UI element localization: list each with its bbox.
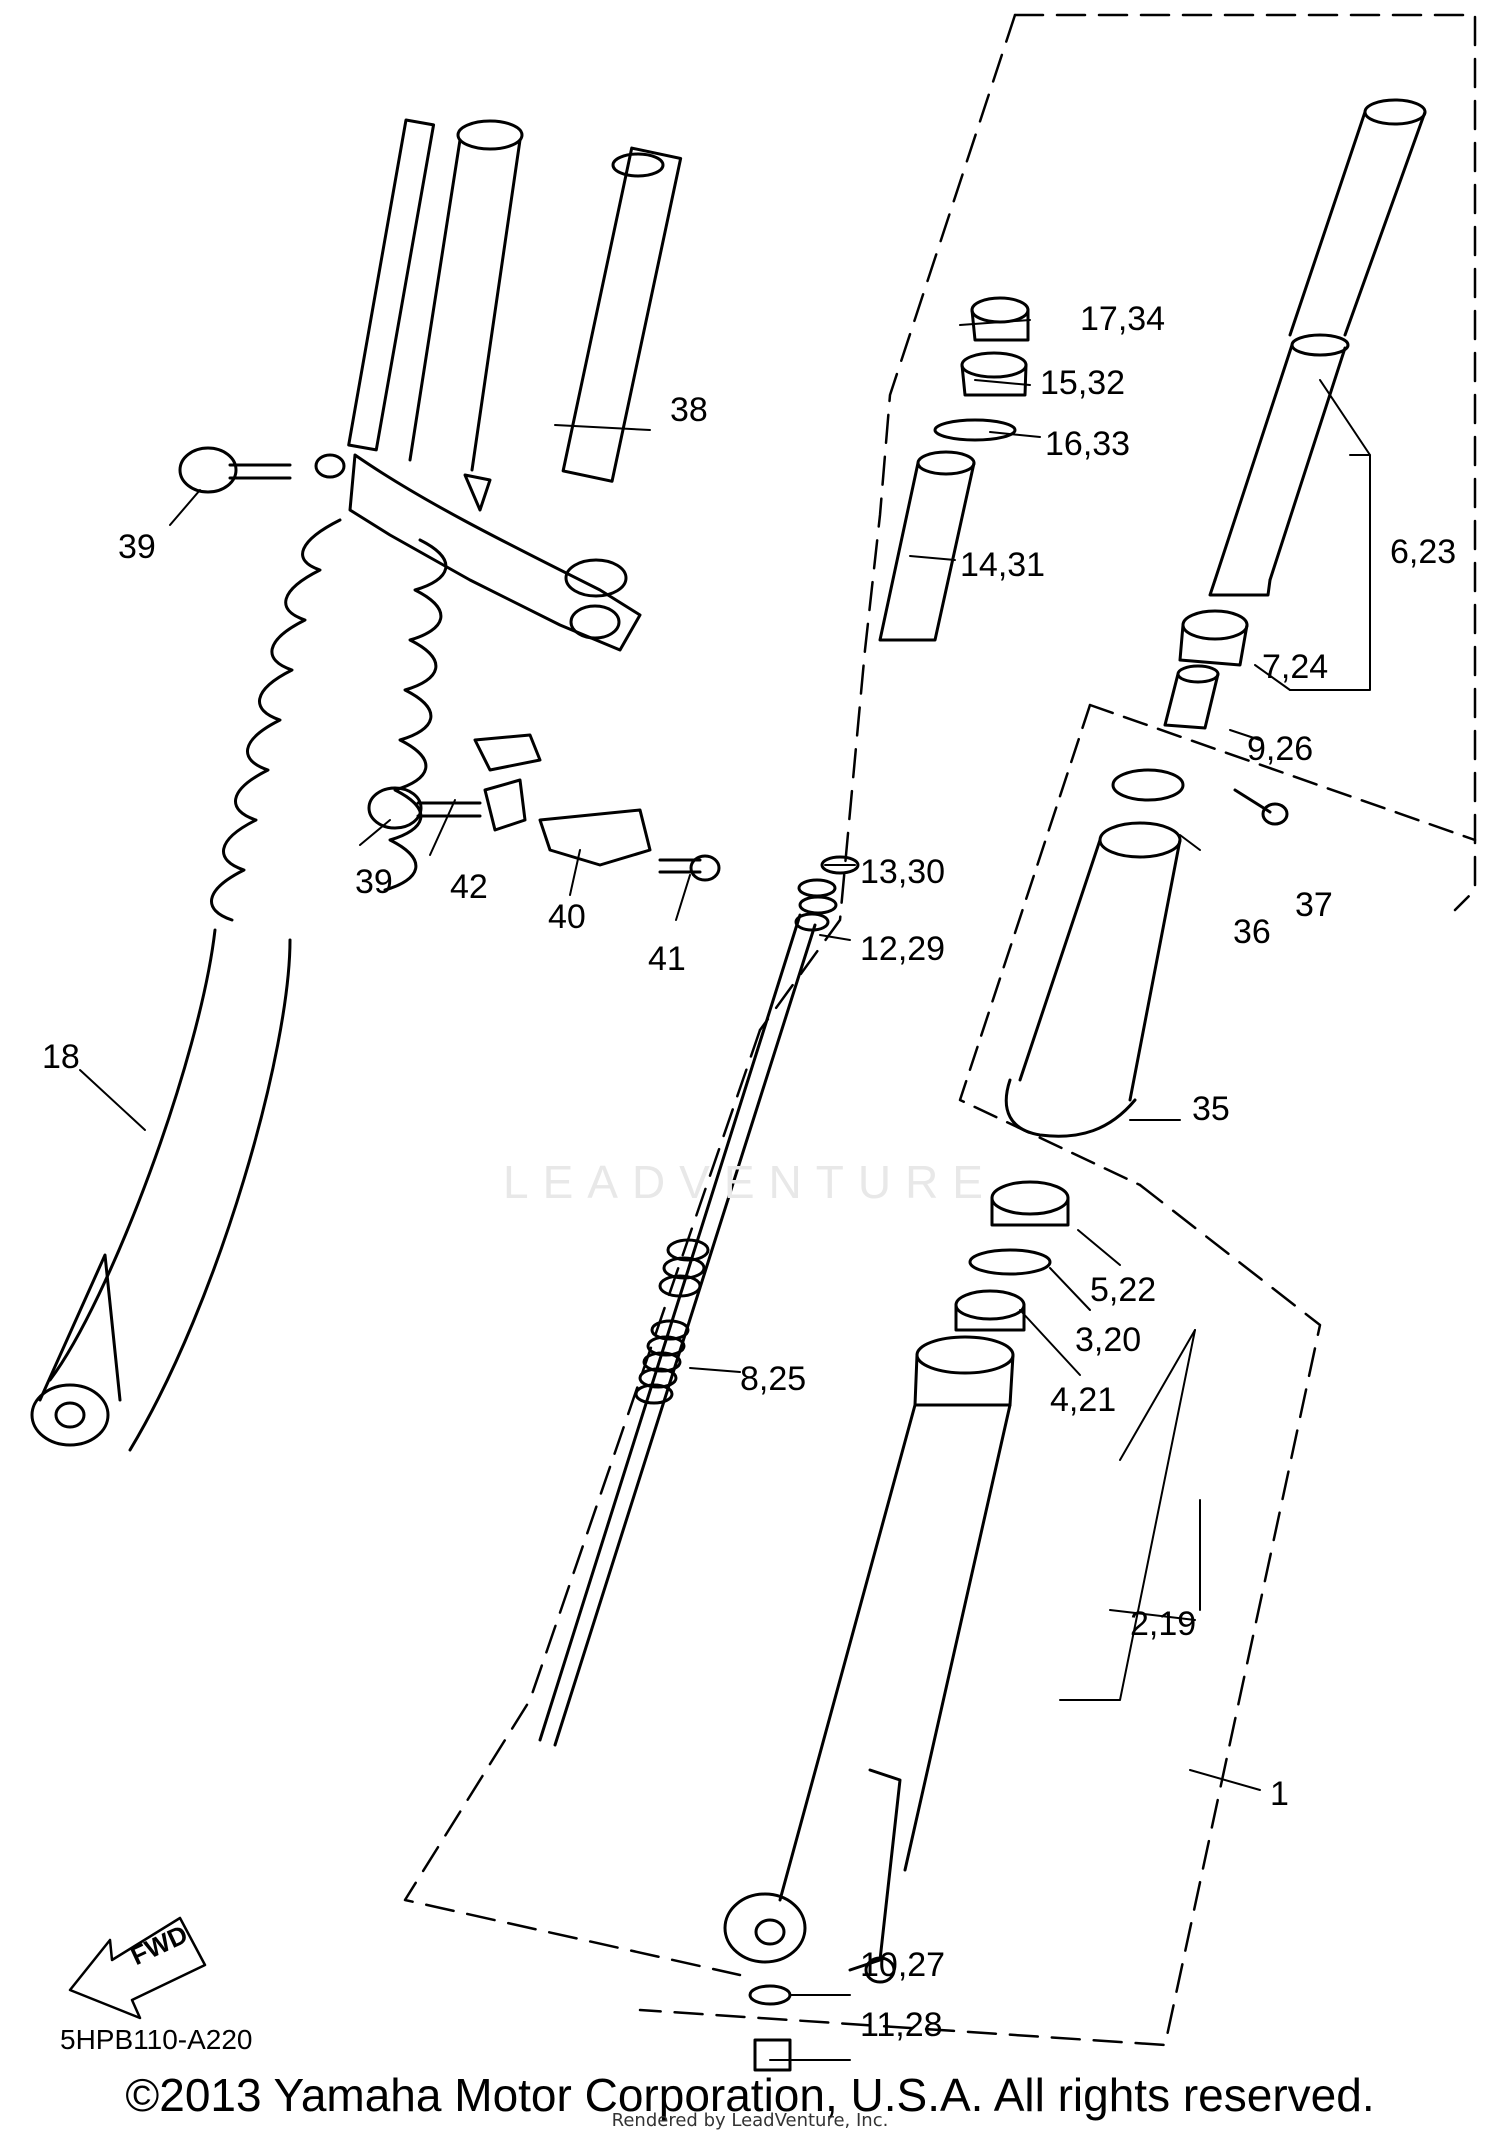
damper-rod	[538, 855, 860, 1747]
fork-leg-left	[30, 118, 683, 1452]
callout-8-25: 8,25	[740, 1360, 807, 1398]
callout-36: 36	[1233, 913, 1271, 951]
clamp-42-40	[473, 733, 721, 882]
callout-9-26: 9,26	[1247, 730, 1314, 768]
callout-41: 41	[648, 940, 686, 978]
callout-40: 40	[548, 898, 586, 936]
callout-12-29: 12,29	[860, 930, 946, 968]
rendered-by-notice: Rendered by LeadVenture, Inc.	[611, 2110, 889, 2131]
callout-18: 18	[42, 1038, 80, 1076]
callout-39-upper: 39	[118, 528, 156, 566]
copyright-notice: ©2013 Yamaha Motor Corporation, U.S.A. A…	[125, 2069, 1375, 2121]
inner-tube	[1163, 98, 1427, 730]
callout-2-19: 2,19	[1130, 1605, 1197, 1643]
callout-7-24: 7,24	[1262, 648, 1329, 686]
callout-37: 37	[1295, 886, 1333, 924]
group-outline-upper	[758, 13, 1477, 1032]
callout-35: 35	[1192, 1090, 1230, 1128]
collar-parts	[878, 296, 1030, 642]
callout-16-33: 16,33	[1045, 425, 1131, 463]
bolt-39-lower	[367, 786, 482, 830]
watermark-text: LEADVENTURE	[503, 1156, 997, 1208]
callout-6-23: 6,23	[1390, 533, 1457, 571]
callout-3-20: 3,20	[1075, 1321, 1142, 1359]
outer-tube	[723, 1180, 1070, 2072]
callout-10-27: 10,27	[860, 1946, 946, 1984]
callout-17-34: 17,34	[1080, 300, 1166, 338]
callout-11-28: 11,28	[860, 2006, 943, 2044]
dust-boot	[1004, 768, 1289, 1138]
drawing-code: 5HPB110-A220	[60, 2024, 253, 2055]
bolt-39-upper	[178, 446, 346, 494]
callout-13-30: 13,30	[860, 853, 946, 891]
callout-14-31: 14,31	[960, 546, 1046, 584]
group-outline-boot	[958, 703, 1477, 1187]
callout-39-lower: 39	[355, 863, 393, 901]
callout-5-22: 5,22	[1090, 1271, 1157, 1309]
fork-bracket	[348, 453, 642, 652]
callout-4-21: 4,21	[1050, 1381, 1117, 1419]
fwd-arrow	[68, 1916, 207, 2020]
callout-42: 42	[450, 868, 488, 906]
callout-15-32: 15,32	[1040, 364, 1126, 402]
callout-1: 1	[1270, 1775, 1289, 1813]
callout-38: 38	[670, 391, 708, 429]
group-outline-lower	[638, 1183, 1322, 2047]
leader-lines	[79, 319, 1371, 2061]
